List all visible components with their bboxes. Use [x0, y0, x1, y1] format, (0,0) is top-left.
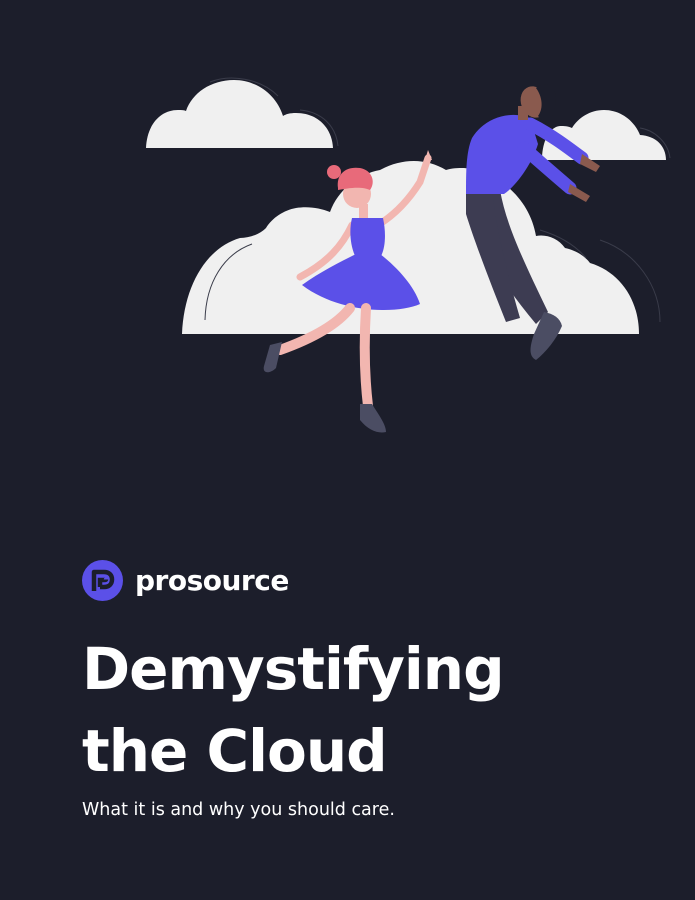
small-cloud-left	[146, 77, 339, 148]
prosource-logo-icon	[82, 560, 123, 601]
man-figure	[466, 84, 600, 360]
title-line-1: Demystifying	[82, 635, 505, 703]
large-cloud	[182, 161, 661, 334]
woman-figure	[263, 150, 432, 433]
brand-header: prosource	[82, 560, 289, 601]
page-title: Demystifying the Cloud	[82, 628, 505, 792]
people-floating-on-clouds-illustration	[146, 77, 671, 433]
page-subtitle: What it is and why you should care.	[82, 800, 395, 820]
small-cloud-right	[542, 110, 671, 160]
title-line-2: the Cloud	[82, 717, 388, 785]
brand-name: prosource	[135, 564, 289, 597]
